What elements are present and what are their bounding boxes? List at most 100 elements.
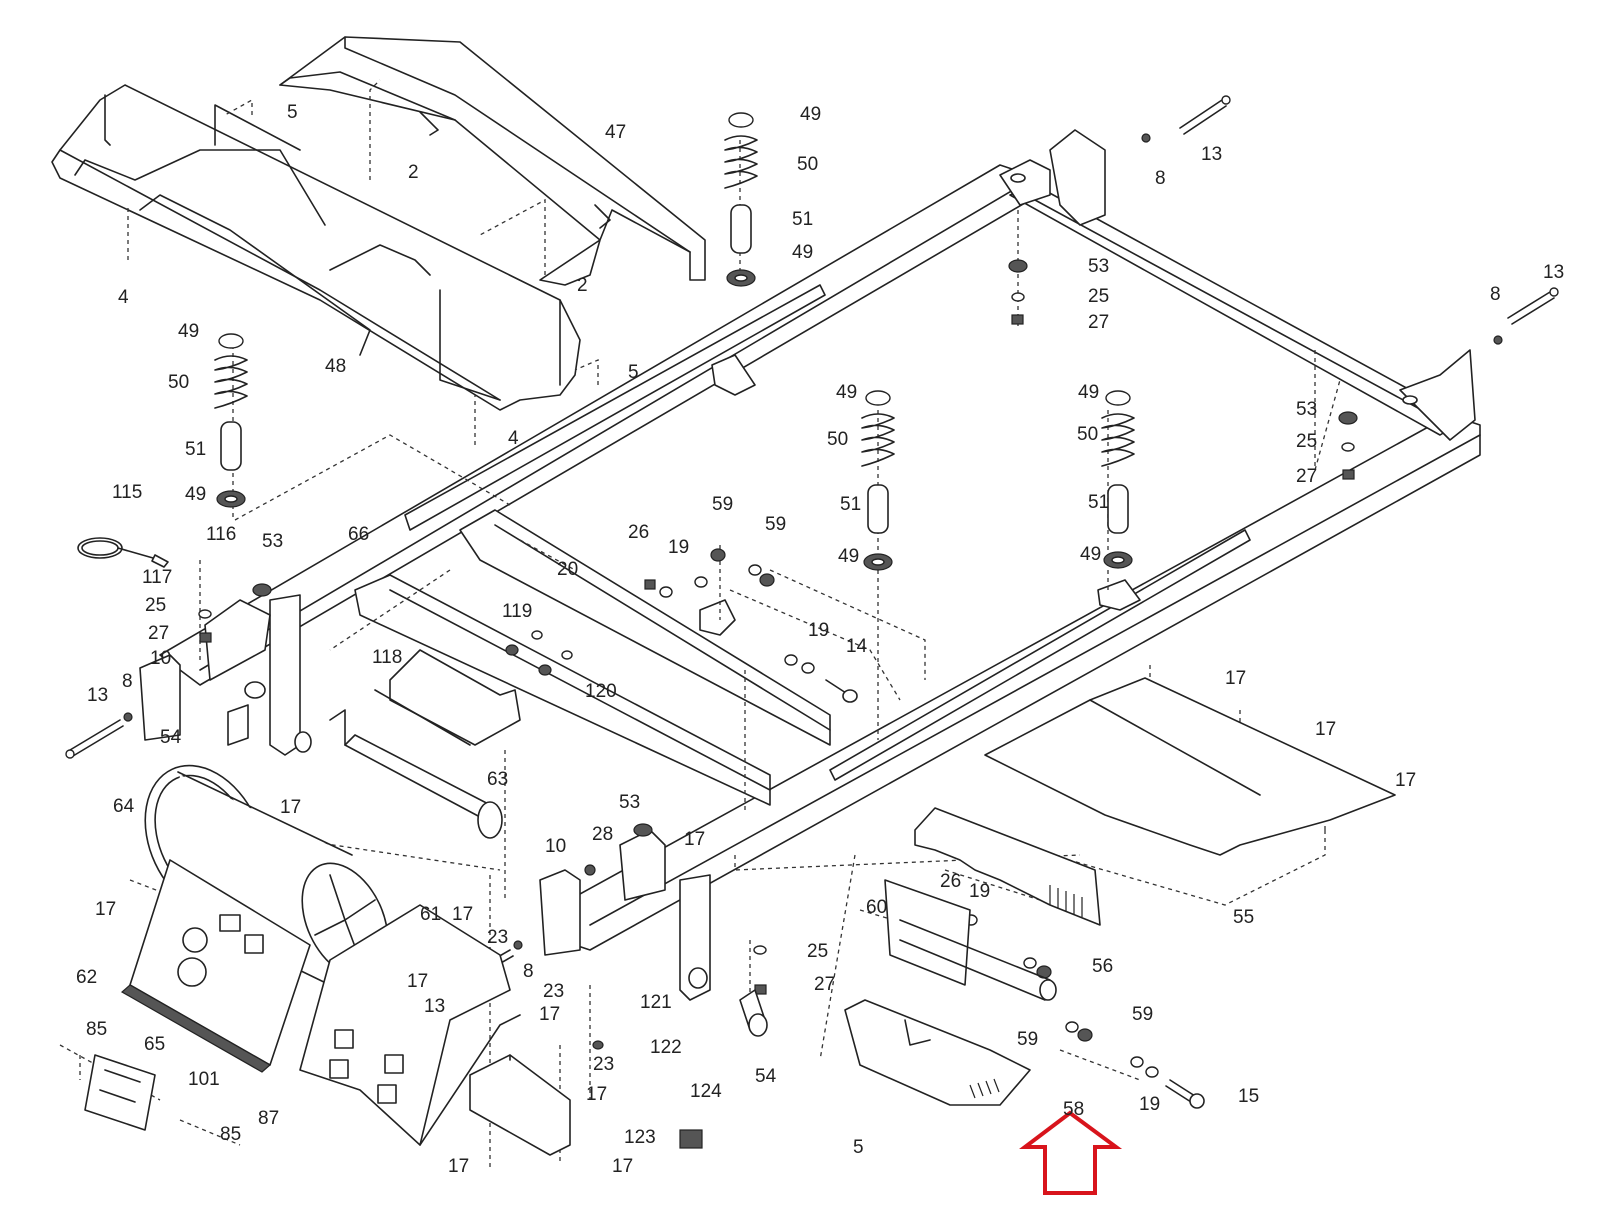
part-label-65: 65 (144, 1034, 165, 1055)
part-label-27: 27 (1088, 312, 1109, 333)
part-label-17: 17 (407, 971, 428, 992)
part-label-5: 5 (853, 1137, 864, 1158)
part-56-roller-cover (914, 807, 1101, 926)
part-label-49: 49 (185, 484, 206, 505)
part-label-85: 85 (220, 1124, 241, 1145)
part-115-wire (77, 537, 169, 568)
part-label-54: 54 (755, 1066, 777, 1087)
part-label-53: 53 (1088, 256, 1109, 277)
part-label-17: 17 (95, 899, 116, 920)
part-label-51: 51 (185, 439, 206, 460)
part-63-motor-shaft (329, 709, 503, 839)
part-label-121: 121 (640, 992, 672, 1013)
part-label-8: 8 (1490, 284, 1501, 305)
part-label-63: 63 (487, 769, 508, 790)
part-label-124: 124 (690, 1081, 722, 1102)
part-label-50: 50 (827, 429, 848, 450)
part-label-49: 49 (1080, 544, 1101, 565)
part-label-61: 61 (420, 904, 441, 925)
part-label-116: 116 (206, 524, 236, 545)
part-label-54: 54 (160, 727, 182, 748)
part-label-27: 27 (814, 974, 835, 995)
part-label-64: 64 (113, 796, 135, 817)
part-label-26: 26 (940, 871, 961, 892)
part-label-25: 25 (1088, 286, 1109, 307)
part-60-rear-roller (884, 879, 1057, 1001)
part-label-10: 10 (150, 648, 171, 669)
isolator-stack-center (861, 390, 895, 571)
part-label-49: 49 (792, 242, 813, 263)
treadmill-frame (139, 129, 1481, 1001)
part-label-13: 13 (1201, 144, 1222, 165)
part-label-115: 115 (112, 482, 142, 503)
part-label-17: 17 (612, 1156, 633, 1177)
part-label-13: 13 (87, 685, 108, 706)
part-label-17: 17 (684, 829, 705, 850)
part-label-28: 28 (592, 824, 613, 845)
part-label-17: 17 (539, 1004, 560, 1025)
part-label-87: 87 (258, 1108, 279, 1129)
part-label-51: 51 (792, 209, 813, 230)
part-label-55: 55 (1233, 907, 1254, 928)
isolator-stack-right (1101, 390, 1135, 569)
part-label-48: 48 (325, 356, 346, 377)
part-118-motor-bracket (374, 649, 521, 746)
part-label-25: 25 (1296, 431, 1317, 452)
part-label-14: 14 (846, 636, 868, 657)
part-label-17: 17 (452, 904, 473, 925)
part-label-49: 49 (178, 321, 199, 342)
part-label-58: 58 (1063, 1099, 1084, 1120)
part-label-53: 53 (1296, 399, 1317, 420)
part-label-8: 8 (523, 961, 534, 982)
part-label-26: 26 (628, 522, 649, 543)
part-label-49: 49 (838, 546, 859, 567)
highlight-arrow-icon (1019, 1110, 1123, 1195)
part-label-50: 50 (1077, 424, 1098, 445)
part-label-23: 23 (593, 1054, 614, 1075)
part-label-66: 66 (348, 524, 369, 545)
part-label-23: 23 (543, 981, 564, 1002)
part-58-end-cap (844, 999, 1031, 1106)
part-label-20: 20 (557, 559, 578, 580)
part-label-59: 59 (1132, 1004, 1153, 1025)
part-label-53: 53 (262, 531, 283, 552)
part-label-53: 53 (619, 792, 640, 813)
part-101-pcb (84, 1054, 156, 1131)
part-label-27: 27 (1296, 466, 1317, 487)
part-62-controller-board (120, 859, 311, 1073)
part-label-51: 51 (1088, 492, 1109, 513)
part-label-8: 8 (122, 671, 133, 692)
part-label-2: 2 (577, 275, 588, 296)
part-label-50: 50 (168, 372, 189, 393)
part-label-47: 47 (605, 122, 626, 143)
part-label-19: 19 (808, 620, 829, 641)
part-label-25: 25 (145, 595, 166, 616)
part-label-25: 25 (807, 941, 828, 962)
part-label-59: 59 (712, 494, 733, 515)
part-label-50: 50 (797, 154, 818, 175)
isolator-stack-left (214, 333, 248, 508)
part-label-19: 19 (668, 537, 689, 558)
part-label-119: 119 (502, 601, 532, 622)
part-label-17: 17 (1315, 719, 1336, 740)
part-55-deck-plate (984, 677, 1396, 856)
part-label-101: 101 (188, 1069, 220, 1090)
part-label-59: 59 (765, 514, 786, 535)
part-label-122: 122 (650, 1037, 682, 1058)
part-label-49: 49 (1078, 382, 1099, 403)
part-label-13: 13 (1543, 262, 1564, 283)
part-label-19: 19 (1139, 1094, 1160, 1115)
part-label-17: 17 (1225, 668, 1246, 689)
part-48-motor-hood (51, 84, 581, 411)
part-label-27: 27 (148, 623, 169, 644)
part-label-85: 85 (86, 1019, 107, 1040)
part-label-59: 59 (1017, 1029, 1038, 1050)
part-label-5: 5 (628, 362, 639, 383)
part-54-bushing (739, 989, 768, 1037)
part-label-49: 49 (800, 104, 821, 125)
part-label-2: 2 (408, 162, 419, 183)
part-label-23: 23 (487, 927, 508, 948)
part-label-4: 4 (508, 428, 519, 449)
part-label-117: 117 (142, 567, 172, 588)
